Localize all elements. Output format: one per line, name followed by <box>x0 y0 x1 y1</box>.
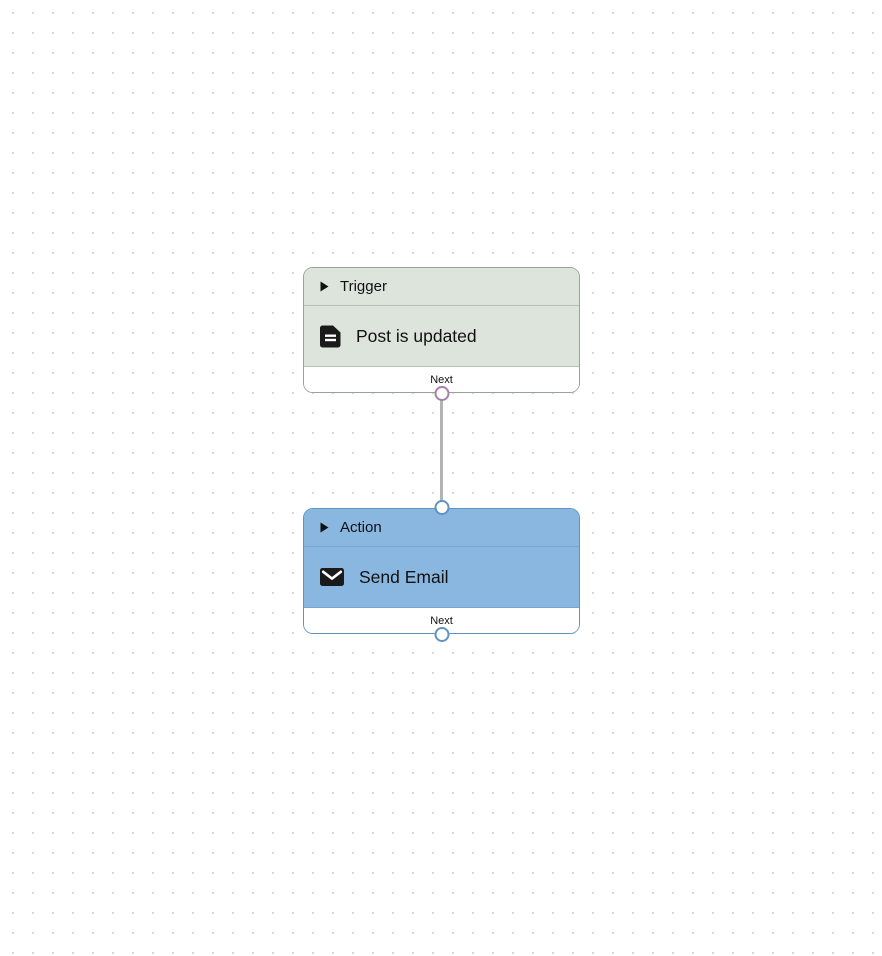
action-input-port[interactable] <box>434 500 449 515</box>
trigger-node-header[interactable]: Trigger <box>304 268 579 306</box>
edge-trigger-to-action[interactable] <box>440 393 443 509</box>
mail-icon <box>320 568 344 586</box>
triangle-right-icon[interactable] <box>320 522 329 533</box>
trigger-node[interactable]: Trigger Post is updated Next <box>303 267 580 401</box>
action-next-port[interactable] <box>434 627 449 642</box>
action-node-header[interactable]: Action <box>304 509 579 547</box>
next-label: Next <box>430 373 453 386</box>
triangle-right-icon[interactable] <box>320 281 329 292</box>
action-node[interactable]: Action Send Email Next <box>303 500 580 642</box>
node-type-label: Trigger <box>340 278 387 295</box>
trigger-node-body[interactable]: Post is updated <box>304 306 579 367</box>
next-label: Next <box>430 614 453 627</box>
node-type-label: Action <box>340 519 382 536</box>
trigger-next-port[interactable] <box>434 386 449 401</box>
document-icon <box>320 325 341 348</box>
node-title: Send Email <box>359 566 449 587</box>
node-title: Post is updated <box>356 325 477 346</box>
action-node-body[interactable]: Send Email <box>304 547 579 608</box>
